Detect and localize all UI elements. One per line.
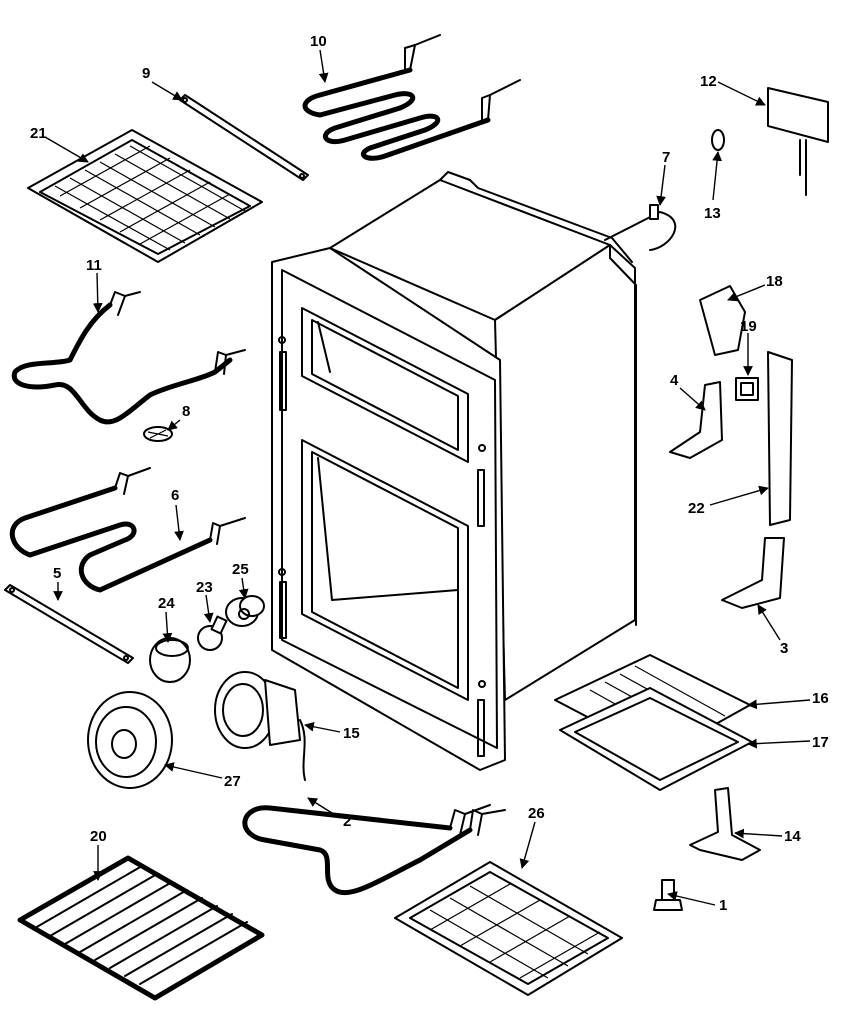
- part-19: [735, 377, 759, 401]
- rack-20: [17, 855, 265, 1001]
- sensor-7: [604, 204, 677, 251]
- callout-1: 1: [719, 897, 727, 914]
- callout-17: 17: [812, 734, 829, 751]
- callout-2: 2: [343, 813, 351, 830]
- callout-5: 5: [53, 565, 61, 582]
- callout-15: 15: [343, 725, 360, 742]
- oven-cavity: [271, 171, 637, 771]
- callout-8: 8: [182, 403, 190, 420]
- leader-lines: [44, 49, 811, 906]
- callout-14: 14: [784, 828, 801, 845]
- fan-cover-27: [87, 691, 173, 789]
- callout-19: 19: [740, 318, 757, 335]
- callout-18: 18: [766, 273, 783, 290]
- fan-motor-15: [214, 671, 306, 781]
- callout-3: 3: [780, 640, 788, 657]
- callout-13: 13: [704, 205, 721, 222]
- part-8: [143, 426, 173, 442]
- callout-21: 21: [30, 125, 47, 142]
- lamp-cover-24: [149, 637, 191, 683]
- callout-24: 24: [158, 595, 175, 612]
- callout-26: 26: [528, 805, 545, 822]
- callout-16: 16: [812, 690, 829, 707]
- bar-5: [4, 584, 134, 664]
- rack-21: [27, 129, 263, 263]
- part-18: [699, 285, 746, 356]
- part-22: [767, 351, 793, 526]
- callout-27: 27: [224, 773, 241, 790]
- callout-10: 10: [310, 33, 327, 50]
- element-11: [11, 291, 246, 425]
- callout-7: 7: [662, 149, 670, 166]
- control-12: [767, 87, 829, 196]
- callout-22: 22: [688, 500, 705, 517]
- callout-20: 20: [90, 828, 107, 845]
- callout-4: 4: [670, 372, 679, 389]
- part-3: [721, 537, 785, 609]
- element-6: [9, 467, 246, 593]
- bracket-14: [689, 787, 761, 861]
- bar-9: [179, 94, 309, 181]
- element-10: [302, 34, 521, 161]
- callout-9: 9: [142, 65, 150, 82]
- element-2: [242, 804, 506, 896]
- callout-12: 12: [700, 73, 717, 90]
- callout-11: 11: [86, 257, 102, 274]
- lamp-23: [197, 615, 228, 651]
- bulb-13: [711, 129, 725, 151]
- socket-25: [225, 595, 265, 627]
- part-4: [669, 381, 723, 459]
- callout-23: 23: [196, 579, 213, 596]
- callout-25: 25: [232, 561, 249, 578]
- leveling-leg-1: [653, 879, 683, 911]
- rack-26: [394, 861, 623, 996]
- callout-labels: 1 2 3 4 5 6 7 8 9 10 11 12 13 14 15 16 1…: [30, 33, 829, 914]
- callout-6: 6: [171, 487, 179, 504]
